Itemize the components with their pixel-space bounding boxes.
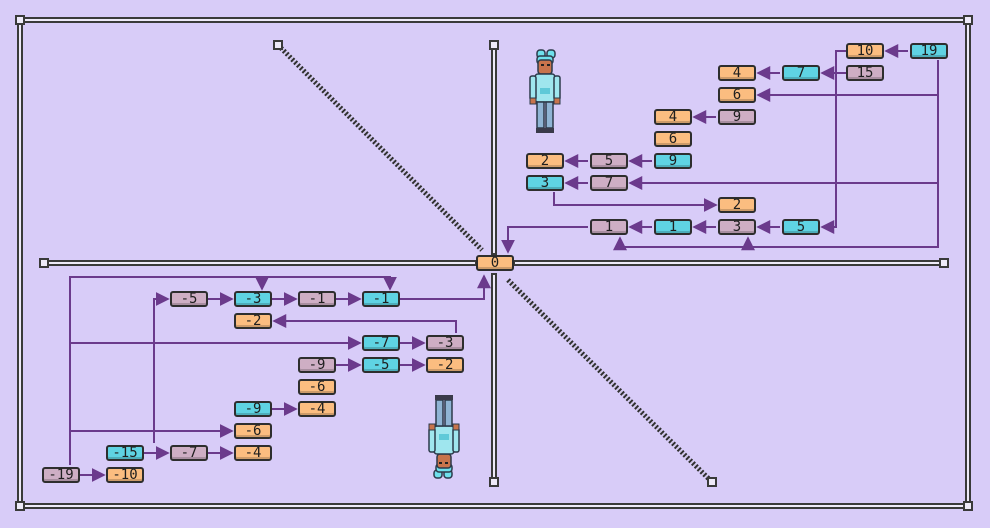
number-tile[interactable]: 10 [846,43,884,59]
diagonal-track-upper [276,43,484,252]
frame-corner [963,15,973,25]
number-tile[interactable]: -15 [106,445,144,461]
number-tile[interactable]: -10 [106,467,144,483]
diagonal-cap [707,477,717,487]
number-tile[interactable]: -1 [298,291,336,307]
number-tile[interactable]: -2 [234,313,272,329]
wire [69,276,269,465]
wire [553,192,718,212]
wire [400,274,491,300]
diagonal-cap [273,40,283,50]
frame-corner [15,501,25,511]
number-tile[interactable]: -4 [298,401,336,417]
wire [272,314,457,333]
number-tile[interactable]: 5 [782,219,820,235]
number-tile[interactable]: 9 [718,109,756,125]
axis-cap [39,258,49,268]
wire [501,226,588,254]
number-tile[interactable]: -1 [362,291,400,307]
frame-corner [15,15,25,25]
number-tile[interactable]: 3 [718,219,756,235]
number-tile[interactable]: 19 [910,43,948,59]
number-tile[interactable]: -19 [42,467,80,483]
wire [613,183,939,251]
number-tile[interactable]: -9 [298,357,336,373]
number-tile[interactable]: -6 [234,423,272,439]
wire [820,72,846,234]
number-tile[interactable]: 6 [654,131,692,147]
number-tile[interactable]: 7 [782,65,820,81]
number-tile[interactable]: -5 [170,291,208,307]
number-tile[interactable]: 7 [590,175,628,191]
number-tile[interactable]: 1 [590,219,628,235]
number-tile[interactable]: 2 [526,153,564,169]
number-tile[interactable]: 2 [718,197,756,213]
number-tile[interactable]: 3 [526,175,564,191]
number-tile[interactable]: 15 [846,65,884,81]
character-upright [529,49,561,133]
number-tile[interactable]: -6 [298,379,336,395]
character-upside-down [428,395,460,479]
wire [153,292,170,443]
number-tile[interactable]: -3 [426,335,464,351]
number-tile[interactable]: 4 [654,109,692,125]
axis-cap [489,40,499,50]
number-tile[interactable]: -3 [234,291,272,307]
diagonal-track-lower [506,278,714,484]
number-tile[interactable]: 9 [654,153,692,169]
number-tile[interactable]: -2 [426,357,464,373]
center-tile[interactable]: 0 [476,255,514,271]
number-tile[interactable]: -7 [362,335,400,351]
axis-cap [489,477,499,487]
number-tile[interactable]: 1 [654,219,692,235]
wire [820,50,846,80]
number-tile[interactable]: -7 [170,445,208,461]
frame-corner [963,501,973,511]
number-tile[interactable]: 4 [718,65,756,81]
number-tile[interactable]: -4 [234,445,272,461]
axis-cap [939,258,949,268]
number-tile[interactable]: 5 [590,153,628,169]
number-tile[interactable]: -5 [362,357,400,373]
number-tile[interactable]: -9 [234,401,272,417]
number-tile[interactable]: 6 [718,87,756,103]
wire [262,276,397,291]
